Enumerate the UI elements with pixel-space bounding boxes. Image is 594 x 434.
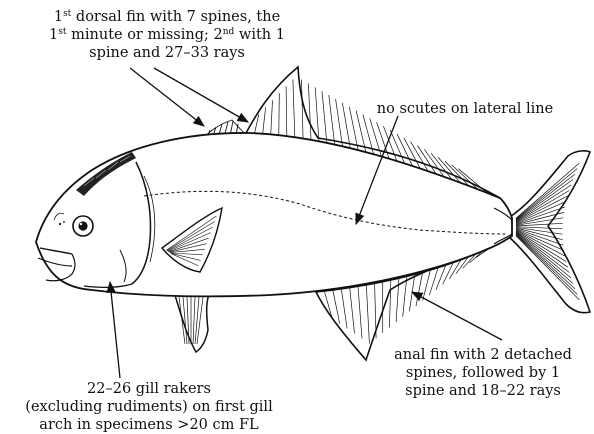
gill-raker-arrow <box>110 282 120 378</box>
caudal-fin <box>508 151 590 313</box>
dorsal-second-arrow <box>154 68 248 122</box>
fish-body <box>36 133 512 296</box>
dorsal-first-arrow <box>130 68 204 126</box>
eye <box>73 216 93 236</box>
dorsal-fin-label: 1st dorsal fin with 7 spines, the 1st mi… <box>12 8 322 62</box>
lateral-line-label: no scutes on lateral line <box>350 100 580 118</box>
anal-fin-arrow <box>412 292 502 340</box>
gill-raker-label: 22–26 gill rakers (excluding rudiments) … <box>4 380 294 434</box>
anal-fin-label: anal fin with 2 detached spines, followe… <box>372 346 594 400</box>
